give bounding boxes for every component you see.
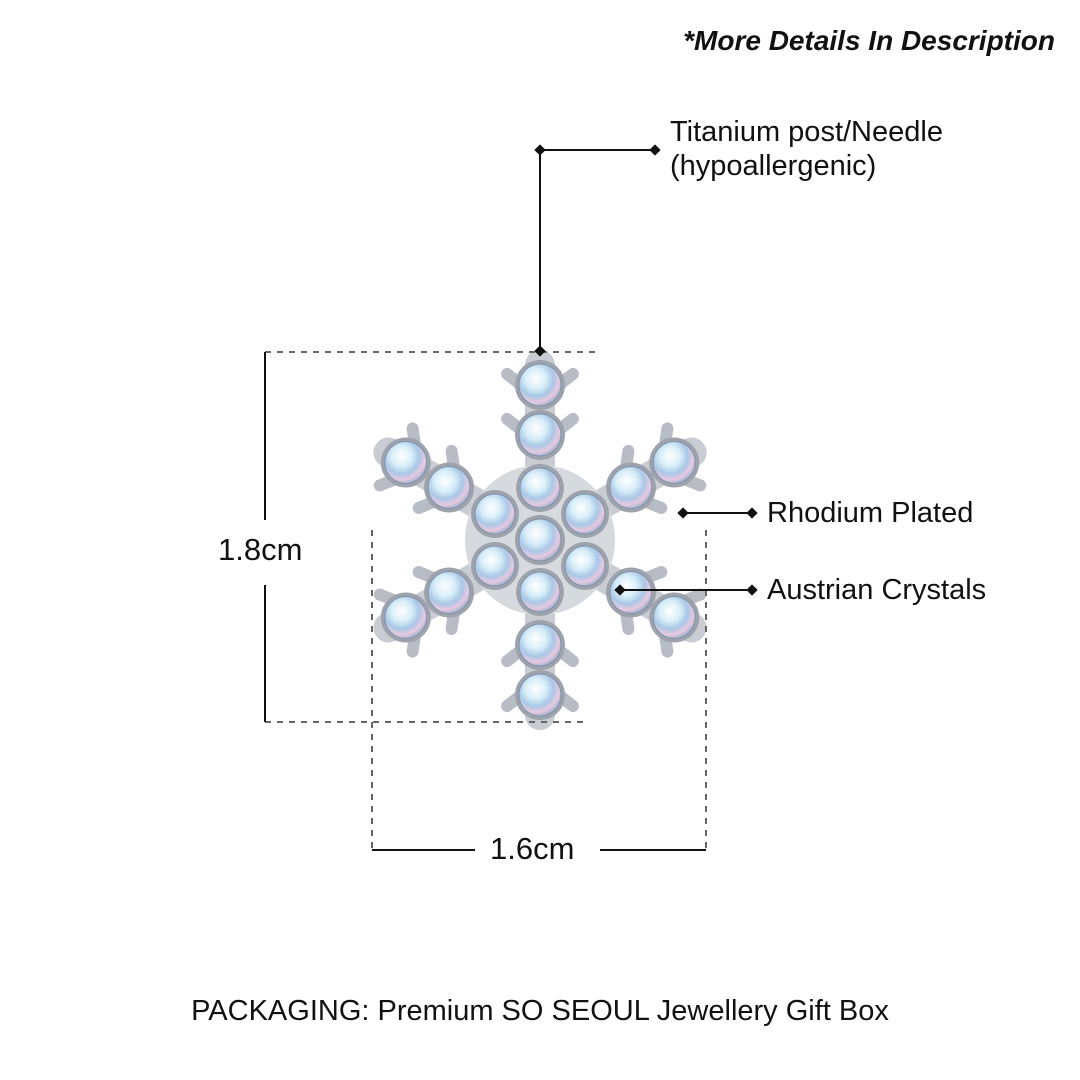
packaging-text: PACKAGING: Premium SO SEOUL Jewellery Gi… [191,995,889,1027]
crystal [427,571,471,614]
crystal [384,441,428,484]
crystal [474,493,516,535]
more-details-note: *More Details In Description [683,25,1055,56]
callout-line-2: (hypoallergenic) [670,150,877,182]
snowflake-earring-image [373,350,707,730]
crystal [518,623,562,667]
crystal [519,571,561,613]
titanium-post-callout: Titanium post/Needle (hypoallergenic) [670,115,943,183]
height-dimension-label: 1.8cm [218,532,303,567]
dimension-lines [264,149,752,851]
rhodium-callout: Rhodium Plated [767,497,974,529]
crystal [518,363,562,407]
crystal [518,518,562,562]
width-dimension-label: 1.6cm [490,831,575,866]
crystal [474,545,516,587]
crystal [384,596,428,639]
crystal [652,596,696,639]
crystal [652,441,696,484]
crystal [519,467,561,509]
crystal [518,413,562,457]
crystal [518,673,562,717]
crystal [564,545,606,587]
crystals-callout: Austrian Crystals [767,574,987,606]
callout-line-1: Titanium post/Needle [670,116,943,148]
leader-diamonds [534,144,758,596]
crystal [609,571,653,614]
crystal [427,466,471,509]
crystal [609,466,653,509]
crystal [564,493,606,535]
